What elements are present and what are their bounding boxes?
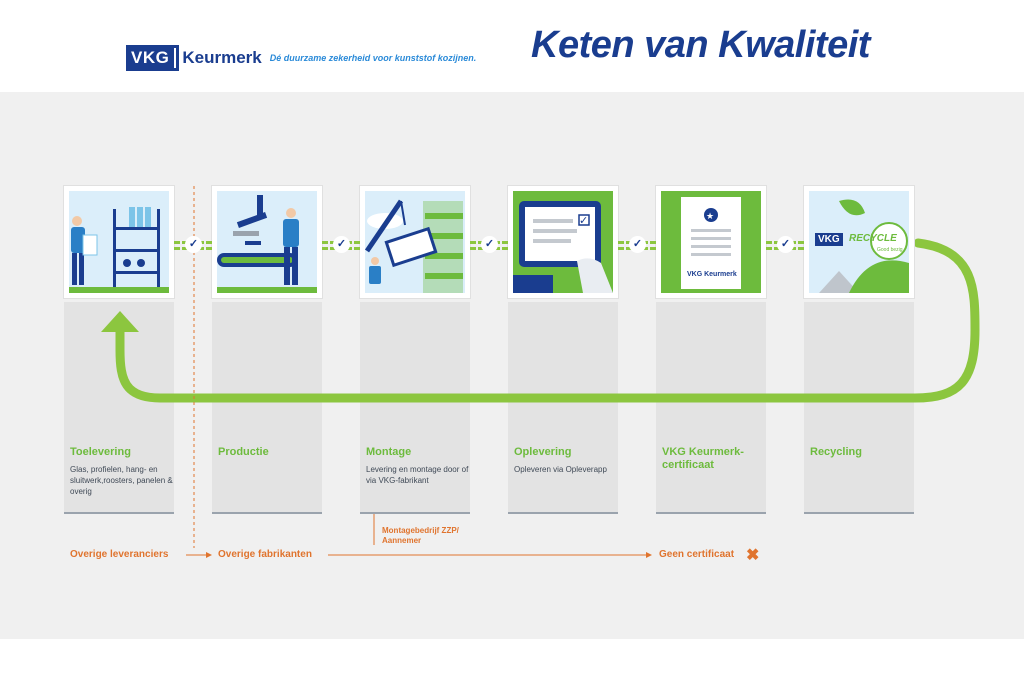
card-oplevering: ✓ [508,186,618,298]
label-overige-leveranciers: Overige leveranciers [70,549,169,560]
certificate-logo: VKG Keurmerk [687,271,737,278]
stage-title-certificaat: VKG Keurmerk-certificaat [662,446,744,471]
vkg-logo: VKG Keurmerk Dé duurzame zekerheid voor … [126,44,476,72]
page-title: Keten van Kwaliteit [531,24,870,66]
bottom-flow-lines [186,514,652,558]
connector-2: ✓ [322,236,360,253]
stage-desc-oplevering: Opleveren via Opleverapp [514,465,607,474]
recycle-logo-sub: Good bezig [877,247,903,253]
production-illustration-icon [217,195,317,293]
card-recycling: VKG RECYCLE Good bezig [804,186,914,298]
check-icon: ✓ [333,236,350,253]
supplier-illustration-icon [69,207,169,293]
logo-bracket [173,45,180,71]
stage-title-toelevering: Toelevering [70,446,131,458]
logo-keurmerk-text: Keurmerk [182,48,262,67]
card-certificaat: ★ VKG Keurmerk [656,186,766,298]
check-icon: ✓ [185,236,202,253]
connector-4: ✓ [618,236,656,253]
connector-1: ✓ [174,236,212,253]
stage-title-montage: Montage [366,446,412,458]
card-toelevering [64,186,174,298]
stage-column-recycling [804,302,914,514]
recycle-logo-vkg: VKG [815,233,843,246]
stage-column-certificaat [656,302,766,514]
stage-title-oplevering: Oplevering [514,446,572,458]
stage-desc-montage: Levering en montage door of via VKG-fabr… [366,465,469,485]
check-icon: ✓ [629,236,646,253]
connector-3: ✓ [470,236,508,253]
svg-text:✓: ✓ [579,214,588,227]
header: VKG Keurmerk Dé duurzame zekerheid voor … [0,0,1024,92]
logo-tagline: Dé duurzame zekerheid voor kunststof koz… [269,53,477,63]
card-productie [212,186,322,298]
check-icon: ✓ [481,236,498,253]
label-montagebedrijf: Montagebedrijf ZZP/ Aannemer [382,526,459,545]
footer-strip [0,639,1024,683]
tablet-illustration-icon: ✓ [513,201,613,293]
stage-column-oplevering [508,302,618,514]
stage-column-montage [360,302,470,514]
recycle-logo-word: RECYCLE [849,233,897,244]
stage-column-productie [212,302,322,514]
label-overige-fabrikanten: Overige fabrikanten [218,549,312,560]
recycle-illustration-icon [819,199,909,293]
cross-icon: ✖ [746,547,760,564]
logo-vkg-text: VKG [126,45,175,71]
stage-title-recycling: Recycling [810,446,862,458]
label-geen-certificaat: Geen certificaat [659,549,735,560]
certificate-illustration-icon: ★ [681,197,741,289]
stage-title-productie: Productie [218,446,269,458]
card-montage [360,186,470,298]
check-icon: ✓ [777,236,794,253]
stage-desc-toelevering: Glas, profielen, hang- en sluitwerk,roos… [70,465,173,496]
assembly-illustration-icon [364,199,463,293]
svg-text:★: ★ [706,212,714,222]
connector-5: ✓ [766,236,804,253]
